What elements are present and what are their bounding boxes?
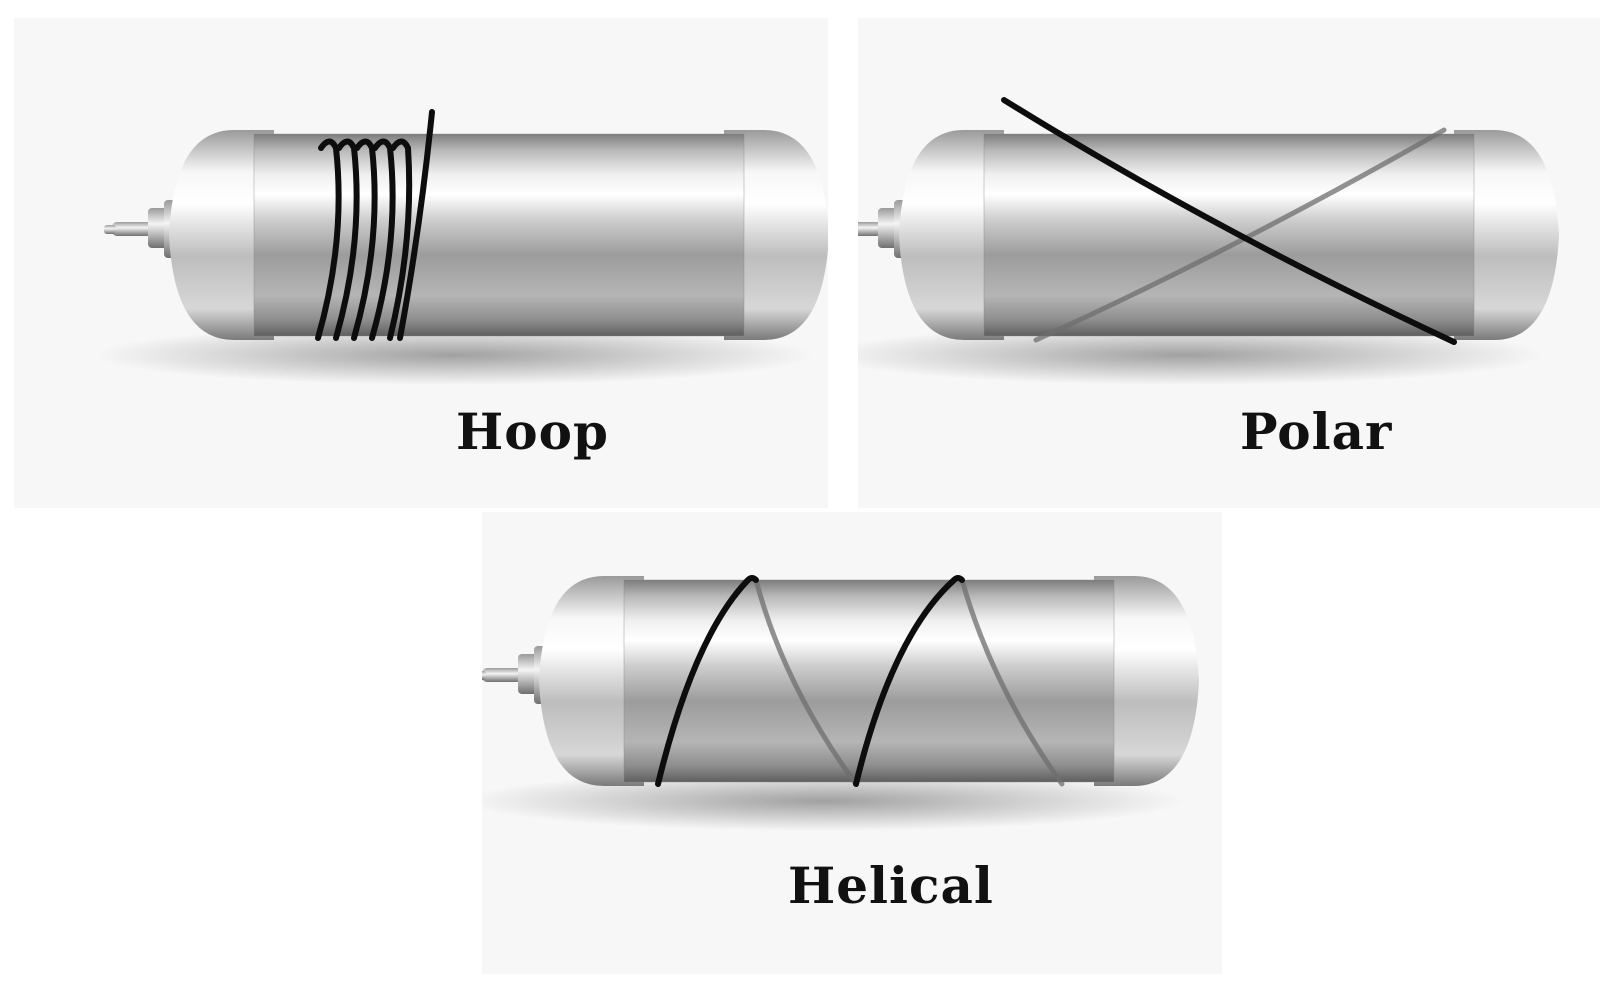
- polar-winding: [1001, 97, 1457, 345]
- helical-tank: [482, 575, 1200, 832]
- hoop-tank: [93, 109, 828, 386]
- helical-winding: [655, 575, 1065, 787]
- helical-label: Helical: [788, 856, 994, 915]
- hoop-label: Hoop: [456, 402, 609, 461]
- polar-tank: [858, 97, 1560, 386]
- hoop-winding: [315, 109, 435, 341]
- polar-label: Polar: [1240, 402, 1393, 461]
- polar-panel: [858, 18, 1600, 508]
- hoop-panel: [14, 18, 828, 508]
- helical-panel: [482, 512, 1222, 974]
